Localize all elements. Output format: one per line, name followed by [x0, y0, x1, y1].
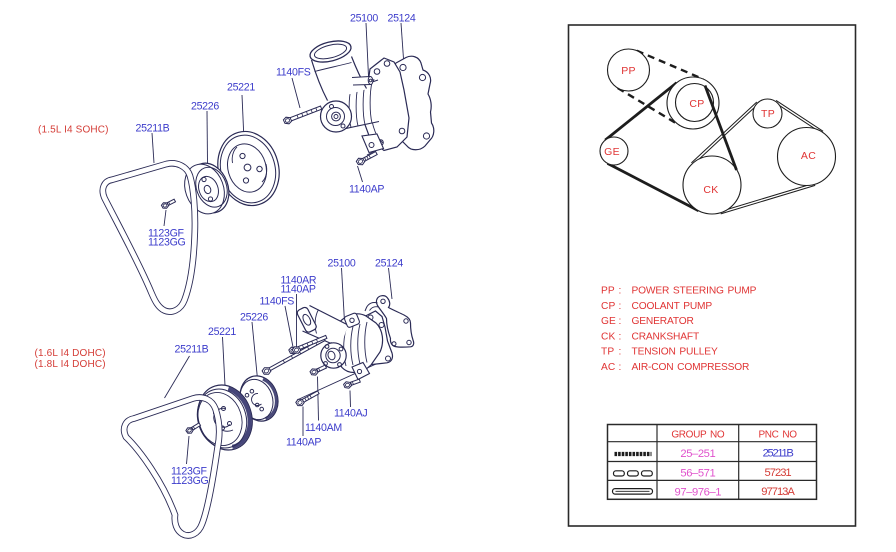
- svg-text:GENERATOR: GENERATOR: [632, 316, 694, 327]
- svg-text:1140FS: 1140FS: [276, 67, 311, 79]
- svg-text:CK: CK: [703, 184, 718, 196]
- svg-text:25221: 25221: [208, 326, 236, 338]
- svg-text:97–976–1: 97–976–1: [675, 487, 722, 499]
- svg-text::: :: [619, 316, 622, 327]
- svg-text:25211B: 25211B: [175, 344, 209, 356]
- svg-text:PP: PP: [621, 65, 636, 77]
- svg-text:1140AP: 1140AP: [349, 184, 384, 196]
- svg-text:AC: AC: [801, 150, 816, 162]
- svg-text::: :: [619, 331, 622, 342]
- svg-text:1123GG: 1123GG: [171, 475, 209, 487]
- svg-text:1123GF: 1123GF: [171, 466, 208, 478]
- svg-text::: :: [619, 362, 622, 373]
- svg-text:TP: TP: [761, 108, 775, 120]
- svg-text:1140AJ: 1140AJ: [334, 408, 367, 420]
- svg-text:GE: GE: [601, 316, 616, 327]
- svg-text:PP: PP: [601, 286, 615, 297]
- svg-text:25124: 25124: [375, 258, 403, 270]
- svg-text:GE: GE: [604, 146, 620, 158]
- svg-text:1123GG: 1123GG: [148, 237, 186, 249]
- svg-text:TP: TP: [601, 347, 614, 358]
- svg-text:CP: CP: [689, 98, 704, 110]
- svg-text:CRANKSHAFT: CRANKSHAFT: [632, 331, 700, 342]
- svg-text::: :: [619, 347, 622, 358]
- svg-text:25–251: 25–251: [680, 448, 715, 460]
- svg-text:1140AR: 1140AR: [281, 275, 317, 287]
- svg-text:CK: CK: [601, 331, 615, 342]
- svg-text:TENSION PULLEY: TENSION PULLEY: [632, 347, 718, 358]
- svg-text:AIR-CON COMPRESSOR: AIR-CON COMPRESSOR: [632, 362, 750, 373]
- svg-text:POWER STEERING PUMP: POWER STEERING PUMP: [632, 286, 757, 297]
- svg-text:COOLANT PUMP: COOLANT PUMP: [632, 301, 713, 312]
- svg-text:CP: CP: [601, 301, 615, 312]
- svg-text:25100: 25100: [350, 13, 378, 25]
- svg-text:PNC NO: PNC NO: [758, 430, 797, 441]
- svg-text:25211B: 25211B: [136, 123, 170, 135]
- svg-text:25124: 25124: [388, 13, 416, 25]
- svg-text:(1.5L I4 SOHC): (1.5L I4 SOHC): [38, 125, 109, 136]
- svg-text:(1.8L I4 DOHC): (1.8L I4 DOHC): [35, 359, 106, 370]
- svg-text:1140AP: 1140AP: [281, 284, 316, 296]
- svg-text::: :: [619, 286, 622, 297]
- svg-text:1140FS: 1140FS: [260, 296, 295, 308]
- svg-text:25226: 25226: [240, 312, 268, 324]
- svg-text:57231: 57231: [765, 467, 792, 479]
- svg-text::: :: [619, 301, 622, 312]
- svg-text:1123GF: 1123GF: [148, 228, 185, 240]
- svg-text:25100: 25100: [328, 258, 356, 270]
- svg-text:1140AP: 1140AP: [286, 437, 321, 449]
- svg-text:25226: 25226: [191, 101, 219, 113]
- svg-text:AC: AC: [601, 362, 615, 373]
- svg-text:GROUP NO: GROUP NO: [671, 430, 725, 441]
- svg-text:1140AM: 1140AM: [305, 422, 342, 434]
- svg-text:(1.6L I4 DOHC): (1.6L I4 DOHC): [35, 348, 106, 359]
- svg-text:56–571: 56–571: [680, 468, 715, 480]
- svg-text:25211B: 25211B: [763, 447, 794, 459]
- svg-text:97713A: 97713A: [761, 486, 795, 498]
- svg-text:25221: 25221: [227, 82, 255, 94]
